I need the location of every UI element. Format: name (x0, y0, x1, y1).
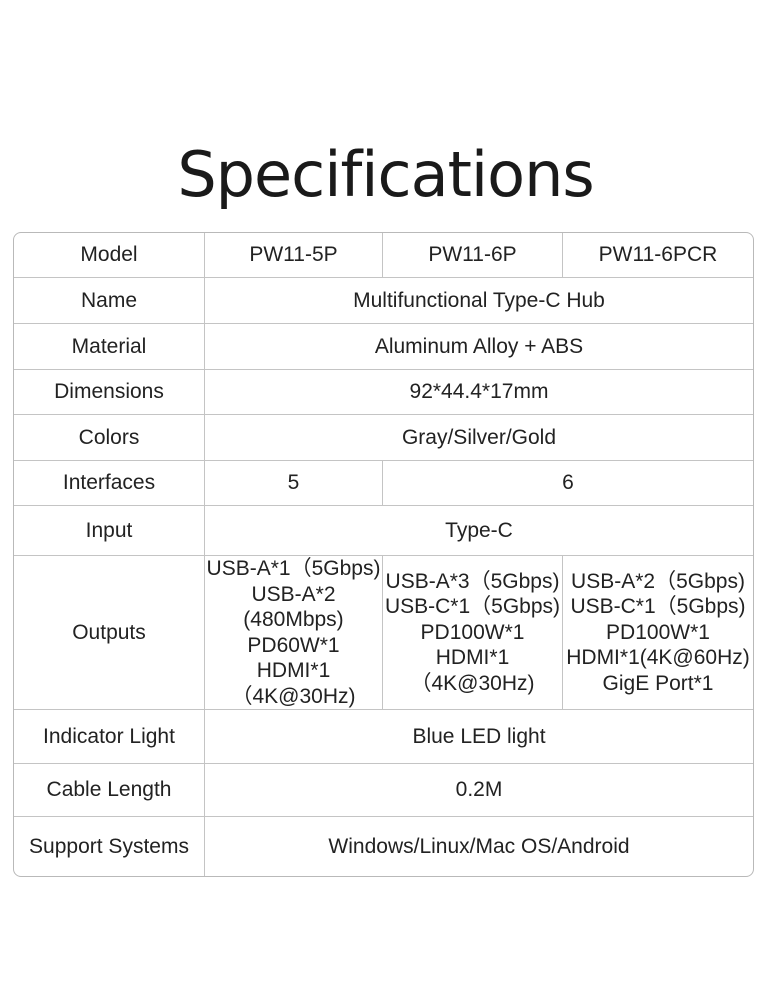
outputs-cell-pw11-6pcr: USB-A*2（5Gbps) USB-C*1（5Gbps) PD100W*1 H… (563, 556, 753, 710)
output-line: USB-C*1（5Gbps) (570, 595, 746, 619)
output-line: USB-C*1（5Gbps) (384, 595, 561, 619)
dimensions-value: 92*44.4*17mm (205, 370, 753, 415)
support-systems-value: Windows/Linux/Mac OS/Android (328, 834, 630, 858)
name-value: Multifunctional Type-C Hub (205, 278, 753, 324)
colors-value: Gray/Silver/Gold (205, 415, 753, 461)
output-line: USB-A*2 (480Mbps) (243, 582, 344, 632)
row-label: Indicator Light (14, 710, 205, 764)
output-line: USB-A*2（5Gbps) (571, 569, 745, 593)
output-line: HDMI*1（4K@30Hz) (410, 646, 535, 695)
row-cable-length: Cable Length 0.2M (14, 764, 753, 817)
row-interfaces: Interfaces 5 6 (14, 461, 753, 506)
row-label: Input (14, 506, 205, 556)
page-title: Specifications (177, 138, 594, 211)
row-material: Material Aluminum Alloy + ABS (14, 324, 753, 370)
row-indicator-light: Indicator Light Blue LED light (14, 710, 753, 764)
interfaces-value: 6 (383, 461, 753, 506)
row-label: Dimensions (14, 370, 205, 415)
row-input: Input Type-C (14, 506, 753, 556)
output-line: HDMI*1（4K@30Hz) (231, 659, 356, 708)
row-outputs: Outputs USB-A*1（5Gbps) USB-A*2 (480Mbps)… (14, 556, 753, 710)
interfaces-value: 5 (205, 461, 383, 506)
output-line: PD100W*1 (420, 620, 525, 644)
indicator-light-value: Blue LED light (205, 710, 753, 764)
output-line: GigE Port*1 (602, 671, 714, 695)
model-cell: PW11-6P (383, 233, 563, 278)
row-label: Colors (14, 415, 205, 461)
row-label: Support Systems (14, 817, 205, 876)
model-cell: PW11-6PCR (563, 233, 753, 278)
material-value: Aluminum Alloy + ABS (205, 324, 753, 370)
row-label: Interfaces (14, 461, 205, 506)
row-label: Cable Length (14, 764, 205, 817)
row-model: Model PW11-5P PW11-6P PW11-6PCR (14, 233, 753, 278)
row-label: Outputs (14, 556, 205, 710)
model-cell: PW11-5P (205, 233, 383, 278)
specifications-table: Model PW11-5P PW11-6P PW11-6PCR Name Mul… (13, 232, 754, 877)
output-line: USB-A*1（5Gbps) (206, 557, 381, 580)
output-line: HDMI*1(4K@60Hz) (566, 646, 750, 670)
outputs-cell-pw11-6p: USB-A*3（5Gbps) USB-C*1（5Gbps) PD100W*1 H… (383, 556, 563, 710)
row-dimensions: Dimensions 92*44.4*17mm (14, 370, 753, 415)
output-line: PD60W*1 (247, 633, 340, 657)
row-name: Name Multifunctional Type-C Hub (14, 278, 753, 324)
cable-length-value: 0.2M (205, 764, 753, 817)
row-label: Material (14, 324, 205, 370)
output-line: USB-A*3（5Gbps) (385, 569, 560, 593)
outputs-cell-pw11-5p: USB-A*1（5Gbps) USB-A*2 (480Mbps) PD60W*1… (205, 556, 383, 710)
output-line: PD100W*1 (606, 620, 710, 644)
input-value: Type-C (205, 506, 753, 556)
row-label: Name (14, 278, 205, 324)
row-label: Model (14, 233, 205, 278)
row-colors: Colors Gray/Silver/Gold (14, 415, 753, 461)
row-support-systems: Support Systems Windows/Linux/Mac OS/And… (14, 817, 753, 876)
